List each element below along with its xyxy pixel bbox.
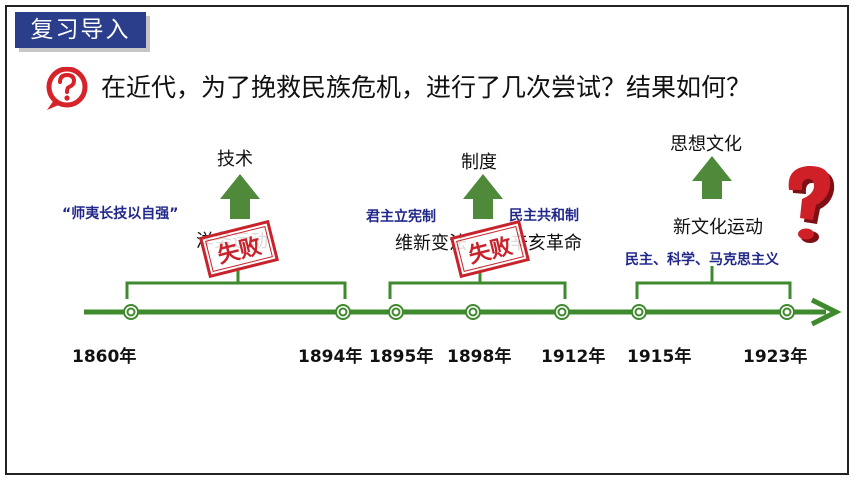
section-badge: 复习导入	[15, 12, 146, 48]
category-system: 制度	[461, 152, 497, 173]
question-mark-icon	[46, 67, 88, 110]
slide-frame	[5, 5, 849, 475]
movement-new-culture: 新文化运动	[673, 217, 763, 238]
year-label: 1894年	[298, 347, 363, 367]
year-label: 1898年	[447, 347, 512, 367]
up-arrow-tech	[220, 174, 260, 219]
year-label: 1923年	[743, 347, 808, 367]
category-culture: 思想文化	[670, 134, 742, 155]
slogan-westernization: “师夷长技以自强”	[62, 206, 179, 222]
year-label: 1860年	[72, 347, 137, 367]
slogan-revolution: 民主共和制	[509, 208, 579, 224]
up-arrow-system	[463, 174, 503, 219]
category-tech: 技术	[217, 149, 253, 170]
up-arrow-culture	[692, 156, 732, 199]
movement-reform: 维新变法	[395, 233, 467, 254]
timeline-arrowhead	[810, 297, 842, 327]
slogan-new-culture: 民主、科学、马克思主义	[625, 252, 779, 268]
year-label: 1895年	[369, 347, 434, 367]
slogan-reform: 君主立宪制	[366, 209, 436, 225]
question-text: 在近代，为了挽救民族危机，进行了几次尝试？结果如何？	[101, 73, 752, 102]
bracket-new-culture	[635, 266, 792, 299]
timeline-node	[123, 304, 795, 320]
year-label: 1915年	[627, 347, 692, 367]
year-label: 1912年	[541, 347, 606, 367]
red-question-mark-icon	[788, 165, 835, 243]
movement-revolution: 辛亥革命	[510, 233, 582, 254]
